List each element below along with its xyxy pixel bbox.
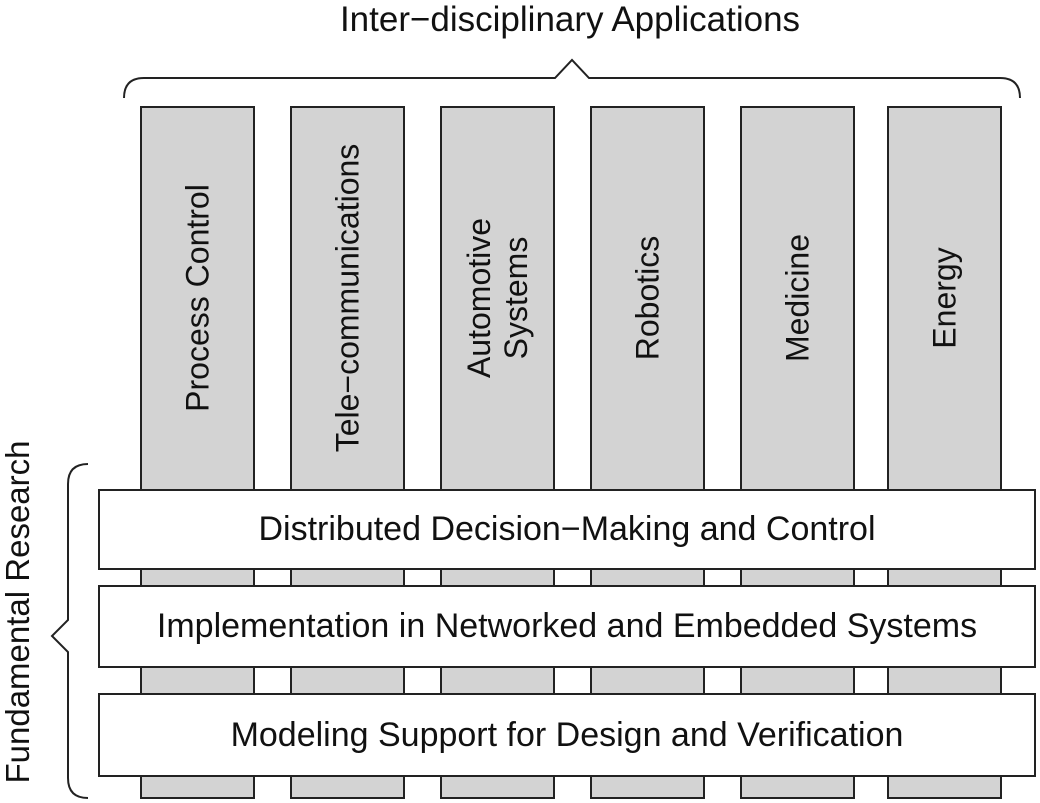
pillar-energy — [887, 106, 1002, 799]
pillar-label-container: Medicine — [740, 106, 855, 490]
layer-label: Modeling Support for Design and Verifica… — [230, 715, 904, 754]
pillar-label-container: Automotive Systems — [440, 106, 555, 490]
pillar-label-container: Process Control — [140, 106, 255, 490]
research-title: Fundamental Research — [0, 440, 36, 784]
pillar-medicine — [740, 106, 855, 799]
pillar-robotics — [590, 106, 705, 799]
layer-distributed-decision-making: Distributed Decision−Making and Control — [98, 489, 1036, 570]
pillar-process-control — [140, 106, 255, 799]
pillar-label-automotive-systems: Automotive Systems — [460, 217, 534, 379]
pillar-automotive-systems — [440, 106, 555, 799]
pillar-telecommunications — [290, 106, 405, 799]
pillar-label-process-control: Process Control — [179, 184, 215, 412]
research-brace — [50, 463, 89, 799]
applications-brace — [123, 58, 1021, 99]
pillar-label-container: Energy — [887, 106, 1002, 490]
pillar-label-container: Tele−communications — [290, 106, 405, 490]
layer-label: Implementation in Networked and Embedded… — [156, 607, 978, 645]
pillar-label-container: Robotics — [590, 106, 705, 490]
layer-label: Distributed Decision−Making and Control — [258, 510, 876, 548]
pillar-label-telecommunications: Tele−communications — [329, 143, 365, 453]
applications-title: Inter−disciplinary Applications — [339, 0, 801, 39]
pillar-label-energy: Energy — [926, 247, 962, 349]
layer-modeling-support: Modeling Support for Design and Verifica… — [98, 693, 1036, 777]
layer-implementation-networked-embedded: Implementation in Networked and Embedded… — [98, 585, 1036, 668]
pillar-label-medicine: Medicine — [779, 233, 815, 363]
pillar-label-robotics: Robotics — [629, 235, 665, 361]
